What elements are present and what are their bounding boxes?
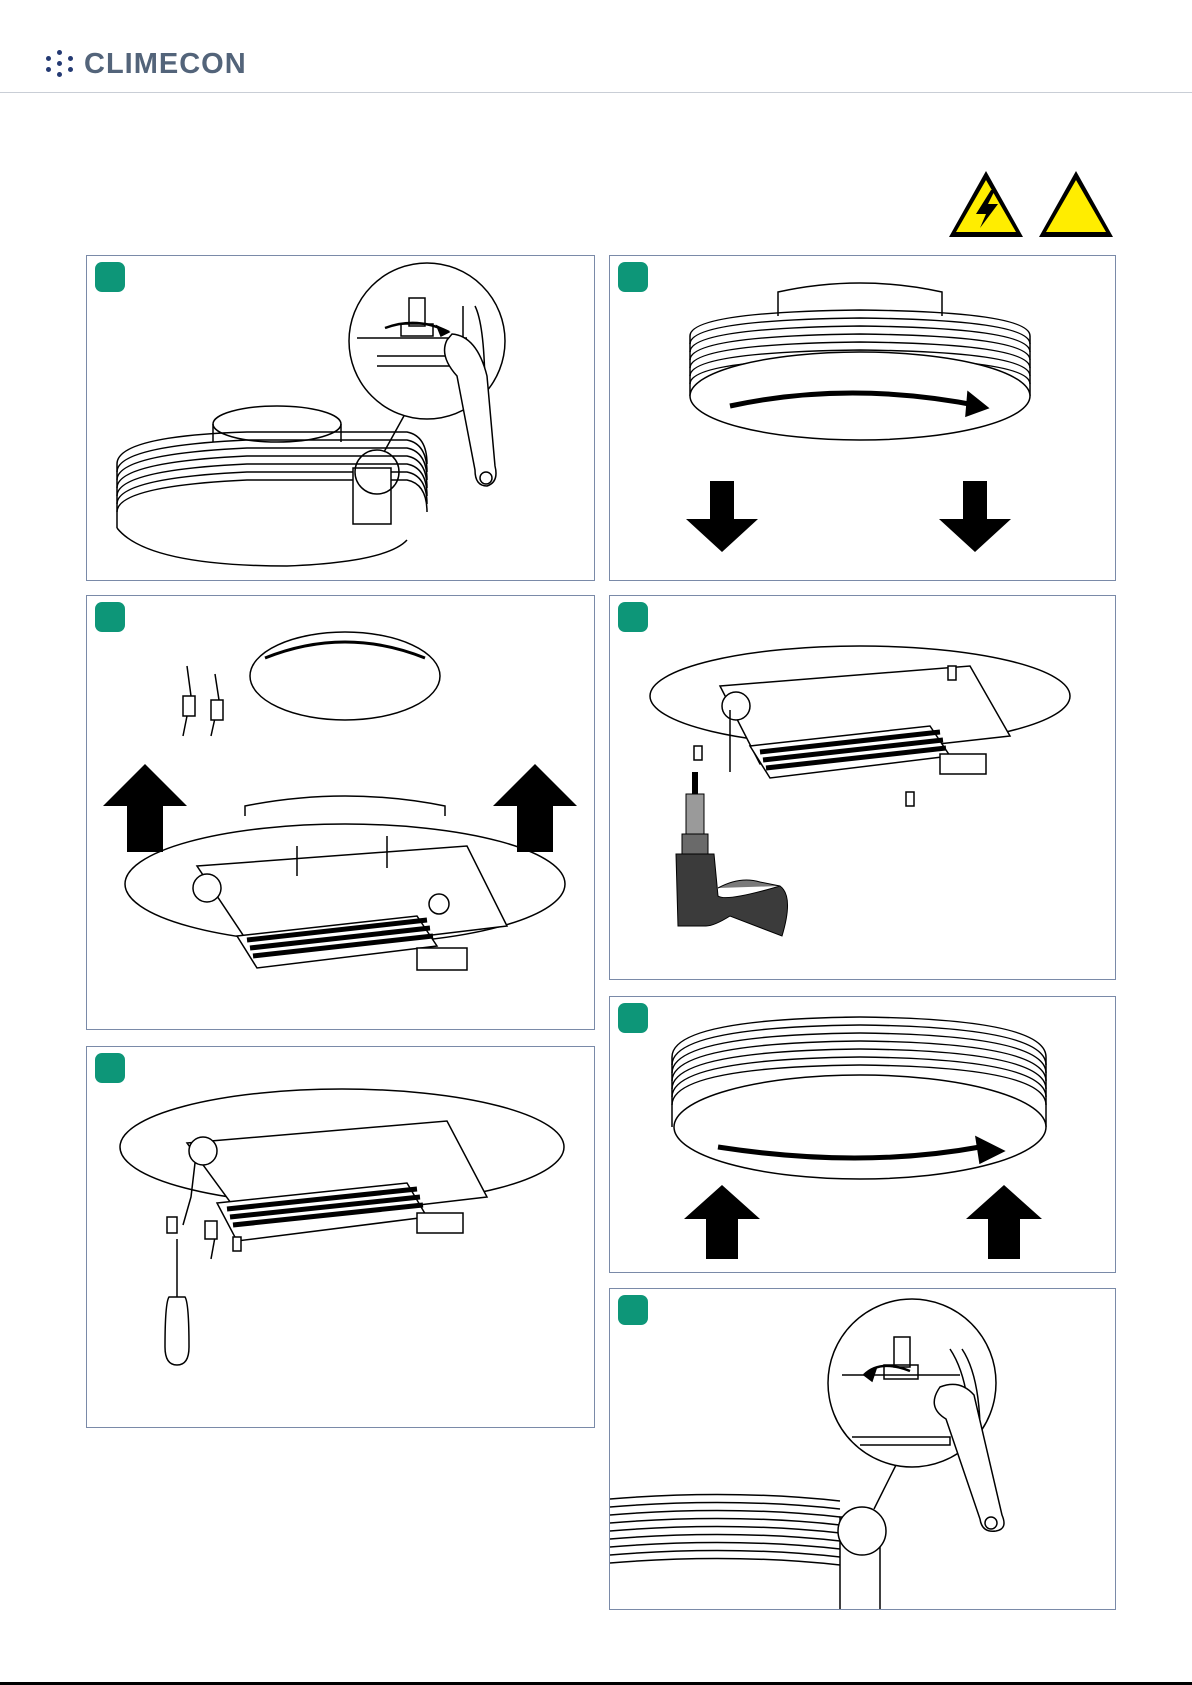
electrical-hazard-icon (946, 168, 1026, 240)
loosen-nut-illustration (87, 256, 595, 581)
raise-rotate-cover-illustration (610, 997, 1116, 1273)
rotate-lower-cover-illustration (610, 256, 1116, 581)
step-panel-1 (86, 255, 595, 581)
drill-screws-illustration (610, 596, 1116, 980)
step-panel-3 (86, 595, 595, 1030)
step-panel-2 (609, 255, 1116, 581)
screwdriver-illustration (87, 1047, 595, 1428)
tighten-nut-illustration (610, 1289, 1116, 1610)
lift-unit-illustration (87, 596, 595, 1030)
step-panel-7 (609, 1288, 1116, 1610)
brand-name: CLIMECON (84, 48, 247, 81)
step-panel-4 (609, 595, 1116, 980)
step-panel-5 (86, 1046, 595, 1428)
logo-dots-icon (46, 50, 74, 78)
header-divider (0, 92, 1192, 93)
climecon-logo: CLIMECON (46, 48, 247, 80)
general-warning-icon (1036, 168, 1116, 240)
page-header: CLIMECON (0, 0, 1192, 92)
step-panel-6 (609, 996, 1116, 1273)
